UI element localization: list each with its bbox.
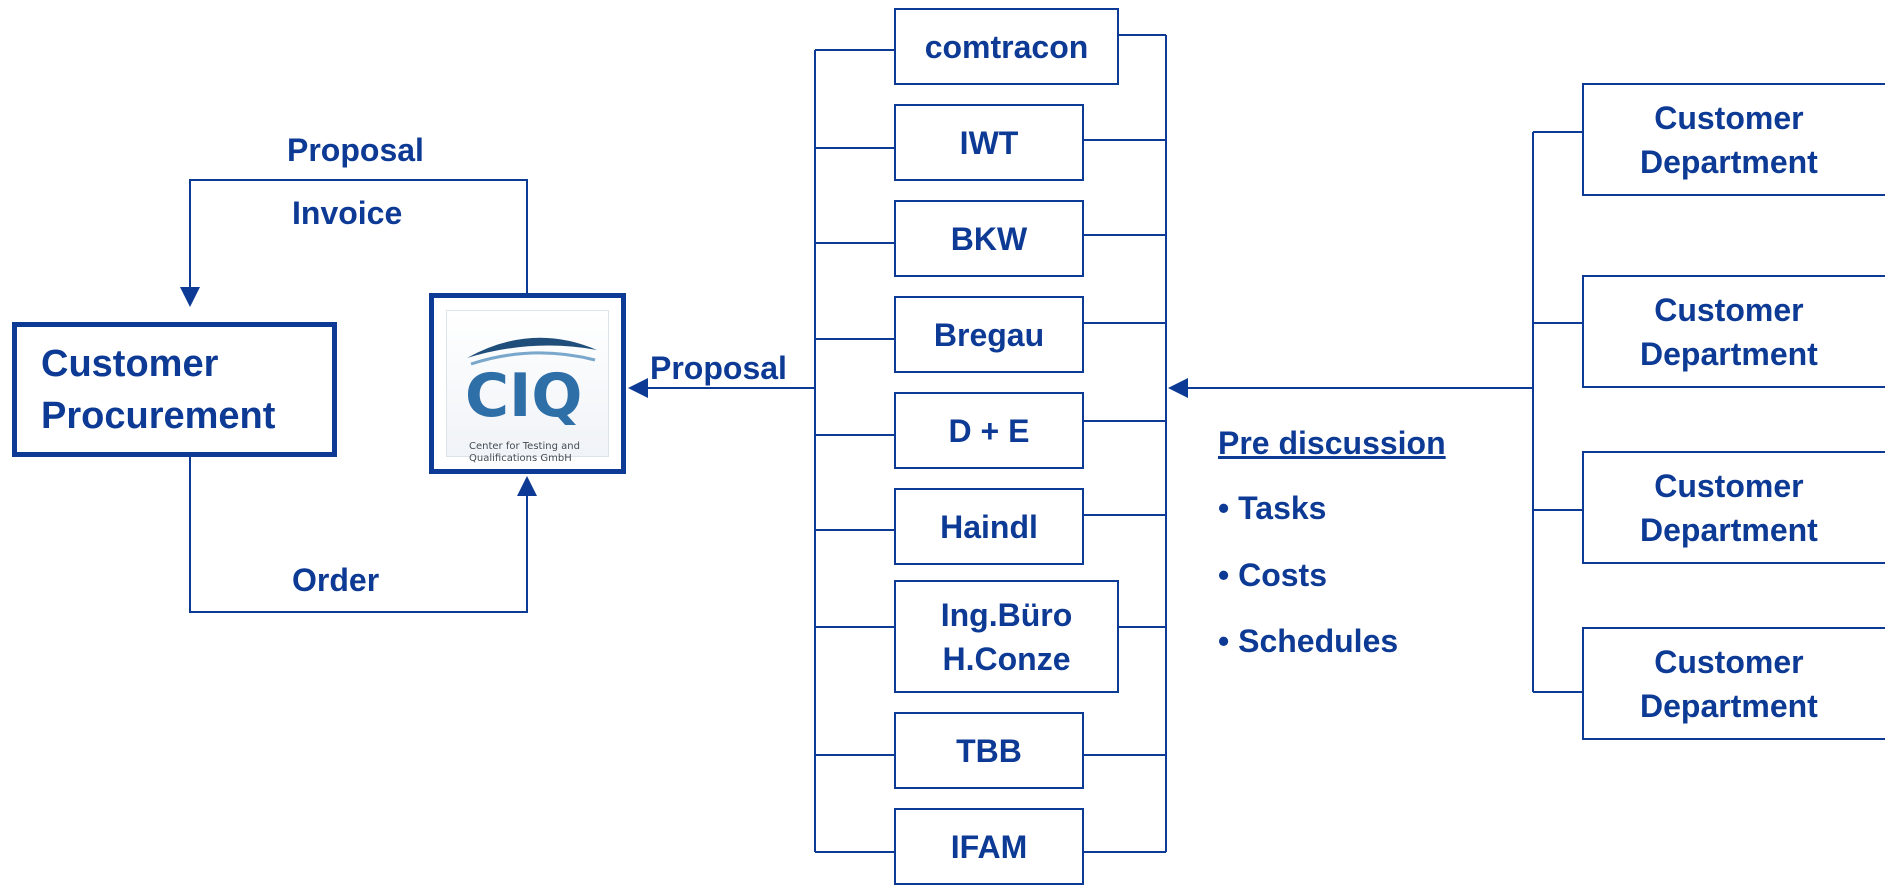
partner-label: Ing.Büro H.Conze [940, 596, 1073, 677]
partner-label: Bregau [933, 316, 1045, 353]
partner-label: IWT [959, 124, 1019, 161]
partner-box-bregau: Bregau [894, 296, 1084, 373]
order-label: Order [292, 562, 380, 598]
customer-department-box: Customer Department [1582, 83, 1885, 196]
pre-discussion-item-costs: • Costs [1218, 557, 1327, 593]
partner-box-haindl: Haindl [894, 488, 1084, 565]
department-label: Customer Department [1640, 99, 1818, 180]
order-connector [189, 452, 537, 613]
pre-discussion-title: Pre discussion [1218, 425, 1446, 461]
pre-discussion-item-schedules: • Schedules [1218, 623, 1399, 659]
ciq-tagline: Center for Testing and Qualifications Gm… [469, 441, 580, 464]
partner-label: comtracon [924, 28, 1089, 65]
partner-label: D + E [948, 412, 1030, 449]
partner-box-bkw: BKW [894, 200, 1084, 277]
partner-box-tbb: TBB [894, 712, 1084, 789]
partner-box-iwt: IWT [894, 104, 1084, 181]
customer-department-box: Customer Department [1582, 275, 1885, 388]
partner-label: IFAM [950, 828, 1028, 865]
proposal-mid-label: Proposal [650, 350, 787, 386]
invoice-label: Invoice [292, 195, 403, 231]
ciq-logo: CIQ Center for Testing and Qualification… [429, 293, 626, 474]
department-label: Customer Department [1640, 291, 1818, 372]
partner-box-d-e: D + E [894, 392, 1084, 469]
proposal-invoice-connector [180, 179, 528, 307]
ciq-mark-text: CIQ [465, 361, 582, 426]
customer-department-box: Customer Department [1582, 451, 1885, 564]
customer-procurement-label: Customer Procurement [41, 342, 276, 437]
department-label: Customer Department [1640, 467, 1818, 548]
partner-box-ing-buero: Ing.Büro H.Conze [894, 580, 1119, 693]
ciq-mark-icon: CIQ [465, 337, 597, 426]
pre-discussion-item-tasks: • Tasks [1218, 490, 1327, 526]
proposal-top-label: Proposal [287, 132, 424, 168]
department-label: Customer Department [1640, 643, 1818, 724]
customer-procurement-box: Customer Procurement [12, 322, 337, 457]
partner-label: TBB [956, 732, 1022, 769]
partner-label: BKW [950, 220, 1028, 257]
partner-box-comtracon: comtracon [894, 8, 1119, 85]
ciq-logo-panel: CIQ Center for Testing and Qualification… [446, 310, 609, 464]
partner-label: Haindl [940, 508, 1038, 545]
customer-department-box: Customer Department [1582, 627, 1885, 740]
partner-box-ifam: IFAM [894, 808, 1084, 885]
